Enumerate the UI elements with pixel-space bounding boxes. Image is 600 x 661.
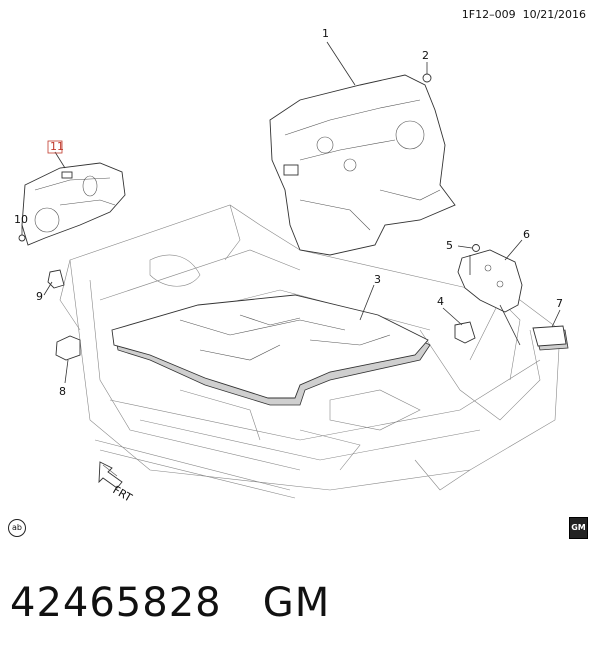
callout-3: 3 (374, 273, 381, 286)
leader-lines (21, 41, 561, 384)
callout-11: 11 (50, 140, 64, 153)
callout-6: 6 (523, 228, 530, 241)
drawing-date: 10/21/2016 (522, 8, 586, 21)
callout-1: 1 (322, 27, 329, 40)
front-direction-arrow: FRT (98, 461, 135, 505)
callout-2: 2 (422, 49, 429, 62)
ab-badge-icon: ab (8, 519, 26, 537)
part-number-footer: 42465828 GM (10, 580, 330, 626)
gm-logo-icon: GM (569, 517, 588, 539)
bracket-part-9 (47, 269, 65, 289)
grommet-part-4 (454, 321, 476, 344)
side-insulator-part-6 (457, 249, 523, 313)
floor-carpet-part (111, 294, 431, 406)
exploded-parts-diagram: 1 2 3 4 5 6 7 8 9 10 11 FRT (14, 27, 569, 505)
pad-part-7 (532, 325, 569, 351)
callout-8: 8 (59, 385, 66, 398)
front-arrow-label: FRT (111, 483, 135, 504)
callout-5: 5 (446, 239, 453, 252)
pad-part-8 (55, 335, 81, 361)
dash-panel-insulator-part (269, 74, 456, 256)
drawing-id: 1F12–009 (461, 8, 516, 21)
callout-11-highlight-box (47, 140, 63, 154)
clip-part-2 (422, 73, 432, 83)
fastener-part-10 (18, 234, 26, 242)
drawing-header: 1F12–009 10/21/2016 (462, 8, 586, 21)
callout-9: 9 (36, 290, 43, 303)
callout-10: 10 (14, 213, 28, 226)
part-number: 42465828 (10, 580, 222, 626)
push-pin-part-5 (472, 244, 480, 252)
callout-7: 7 (556, 297, 563, 310)
brand-name: GM (262, 580, 331, 626)
dash-insulator-part-11 (21, 162, 126, 246)
vehicle-body-frame (59, 204, 561, 499)
callout-labels: 1 2 3 4 5 6 7 8 9 10 11 (14, 27, 563, 398)
callout-4: 4 (437, 295, 444, 308)
